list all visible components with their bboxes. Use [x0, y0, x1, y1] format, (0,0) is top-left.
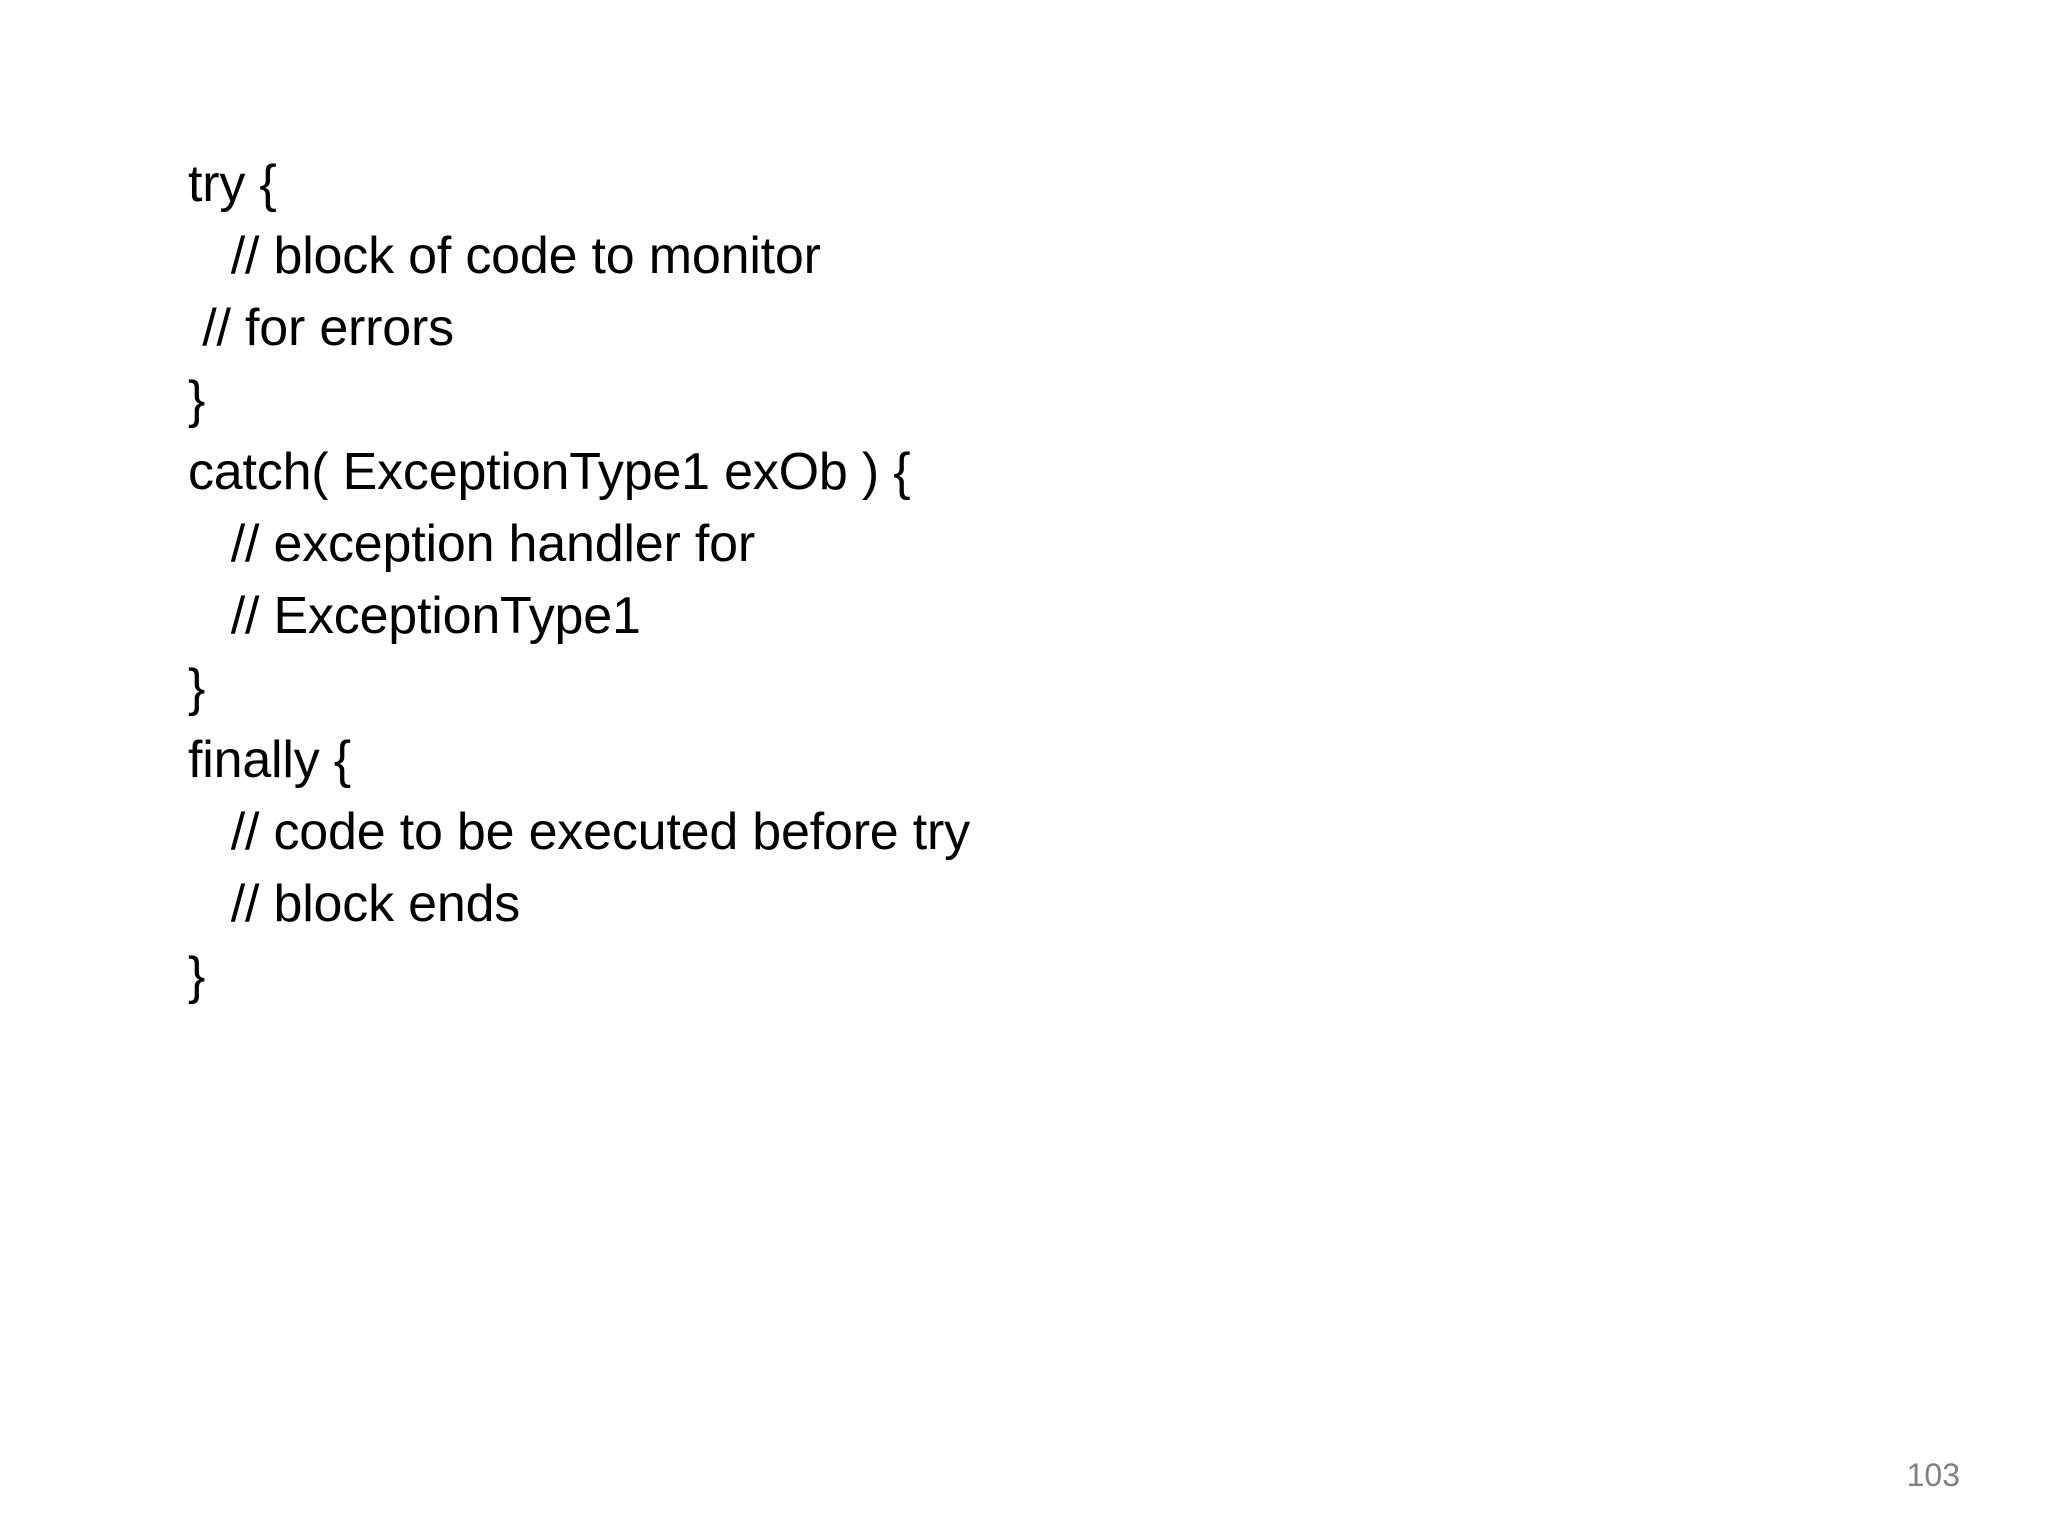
page-number: 103	[1906, 1457, 1960, 1493]
code-block: try { // block of code to monitor // for…	[188, 148, 1888, 1012]
code-line: }	[188, 659, 206, 717]
code-line: }	[188, 371, 206, 429]
code-line: }	[188, 947, 206, 1005]
code-line: // code to be executed before try	[188, 803, 970, 861]
code-line: // ExceptionType1	[188, 587, 641, 645]
code-line: catch( ExceptionType1 exOb ) {	[188, 443, 911, 501]
code-line: // block ends	[188, 875, 521, 933]
code-line: // for errors	[188, 299, 454, 357]
code-line: finally {	[188, 731, 351, 789]
code-line: try {	[188, 155, 277, 213]
code-line: // block of code to monitor	[188, 227, 821, 285]
code-line: // exception handler for	[188, 515, 755, 573]
